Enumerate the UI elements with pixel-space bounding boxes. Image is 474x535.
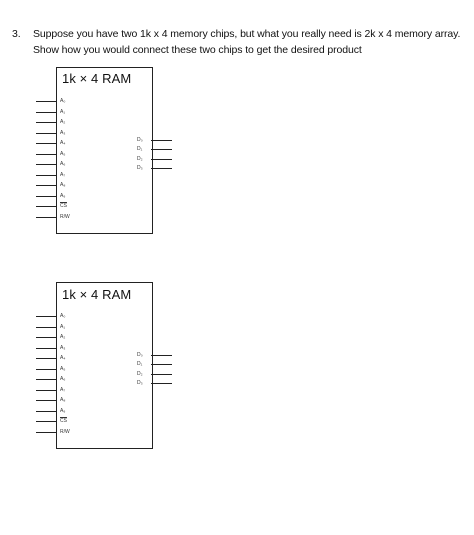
- address-pin-label: A₄: [60, 355, 66, 361]
- address-pin-label: A₄: [60, 140, 66, 146]
- address-pin-line: [36, 337, 56, 338]
- data-pin-line: [151, 158, 172, 160]
- ram-chip-box: [56, 282, 153, 449]
- address-pin-line: [36, 111, 56, 113]
- data-pin-label: D₀: [137, 352, 143, 358]
- address-pin-label: A₇: [60, 386, 66, 393]
- address-pin-line: [36, 164, 56, 165]
- control-pin-line: [36, 206, 56, 207]
- address-pin-line: [36, 316, 56, 317]
- address-pin-line: [36, 379, 56, 380]
- address-pin-label: A₆: [60, 161, 66, 167]
- data-pin-label: D₃: [137, 379, 143, 386]
- address-pin-label: A₈: [60, 182, 66, 188]
- control-pin-line: [36, 421, 56, 422]
- address-pin-line: [36, 400, 56, 401]
- address-pin-label: A₇: [60, 171, 66, 178]
- address-pin-line: [36, 389, 56, 391]
- address-pin-label: A₆: [60, 376, 66, 382]
- data-pin-label: D₂: [137, 155, 143, 162]
- ram-chip-diagram-1: 1k × 4 RAM A₀ A₁ A₂ A₃ A₄ A₅ A₆ A₇ A₈ A₉ CS R/W D₀ D₁…: [0, 67, 200, 267]
- data-pin-line: [151, 364, 172, 366]
- question-line-2: Show how you would connect these two chi…: [33, 44, 362, 56]
- data-pin-line: [151, 355, 172, 356]
- address-pin-label: A₉: [60, 407, 66, 414]
- address-pin-line: [36, 153, 56, 155]
- address-pin-label: A₅: [60, 365, 66, 372]
- question-number: 3.: [12, 28, 21, 40]
- address-pin-line: [36, 185, 56, 186]
- data-pin-label: D₂: [137, 370, 143, 377]
- data-pin-line: [151, 167, 172, 169]
- control-pin-line: [36, 216, 56, 218]
- data-pin-label: D₃: [137, 164, 143, 171]
- address-pin-line: [36, 326, 56, 328]
- address-pin-label: A₉: [60, 192, 66, 199]
- address-pin-label: A₂: [60, 334, 66, 340]
- data-pin-line: [151, 382, 172, 384]
- address-pin-label: A₈: [60, 397, 66, 403]
- address-pin-line: [36, 122, 56, 123]
- address-pin-line: [36, 347, 56, 349]
- address-pin-line: [36, 132, 56, 134]
- address-pin-label: A₀: [60, 313, 66, 319]
- data-pin-label: D₁: [137, 146, 143, 153]
- control-pin-line: [36, 431, 56, 433]
- control-pin-label: R/W: [60, 428, 70, 435]
- address-pin-line: [36, 101, 56, 102]
- address-pin-line: [36, 195, 56, 197]
- address-pin-label: A₃: [60, 129, 66, 136]
- address-pin-label: A₃: [60, 344, 66, 351]
- address-pin-line: [36, 143, 56, 144]
- address-pin-label: A₀: [60, 98, 66, 104]
- address-pin-line: [36, 358, 56, 359]
- data-pin-label: D₁: [137, 361, 143, 368]
- address-pin-label: A₅: [60, 150, 66, 157]
- address-pin-line: [36, 174, 56, 176]
- ram-chip-title: 1k × 4 RAM: [62, 287, 132, 302]
- control-pin-label: CS: [60, 418, 67, 424]
- ram-chip-box: [56, 67, 153, 234]
- ram-chip-diagram-2: 1k × 4 RAM A₀ A₁ A₂ A₃ A₄ A₅ A₆ A₇ A₈ A₉ CS R/W D₀ D₁…: [0, 282, 200, 482]
- control-pin-label: R/W: [60, 213, 70, 220]
- address-pin-label: A₁: [60, 323, 66, 330]
- address-pin-label: A₁: [60, 108, 66, 115]
- data-pin-line: [151, 373, 172, 375]
- data-pin-line: [151, 140, 172, 141]
- data-pin-line: [151, 149, 172, 151]
- control-pin-label: CS: [60, 203, 67, 209]
- question-line-1: Suppose you have two 1k x 4 memory chips…: [33, 28, 461, 40]
- address-pin-line: [36, 410, 56, 412]
- ram-chip-title: 1k × 4 RAM: [62, 71, 132, 86]
- address-pin-line: [36, 368, 56, 370]
- address-pin-label: A₂: [60, 119, 66, 125]
- data-pin-label: D₀: [137, 137, 143, 143]
